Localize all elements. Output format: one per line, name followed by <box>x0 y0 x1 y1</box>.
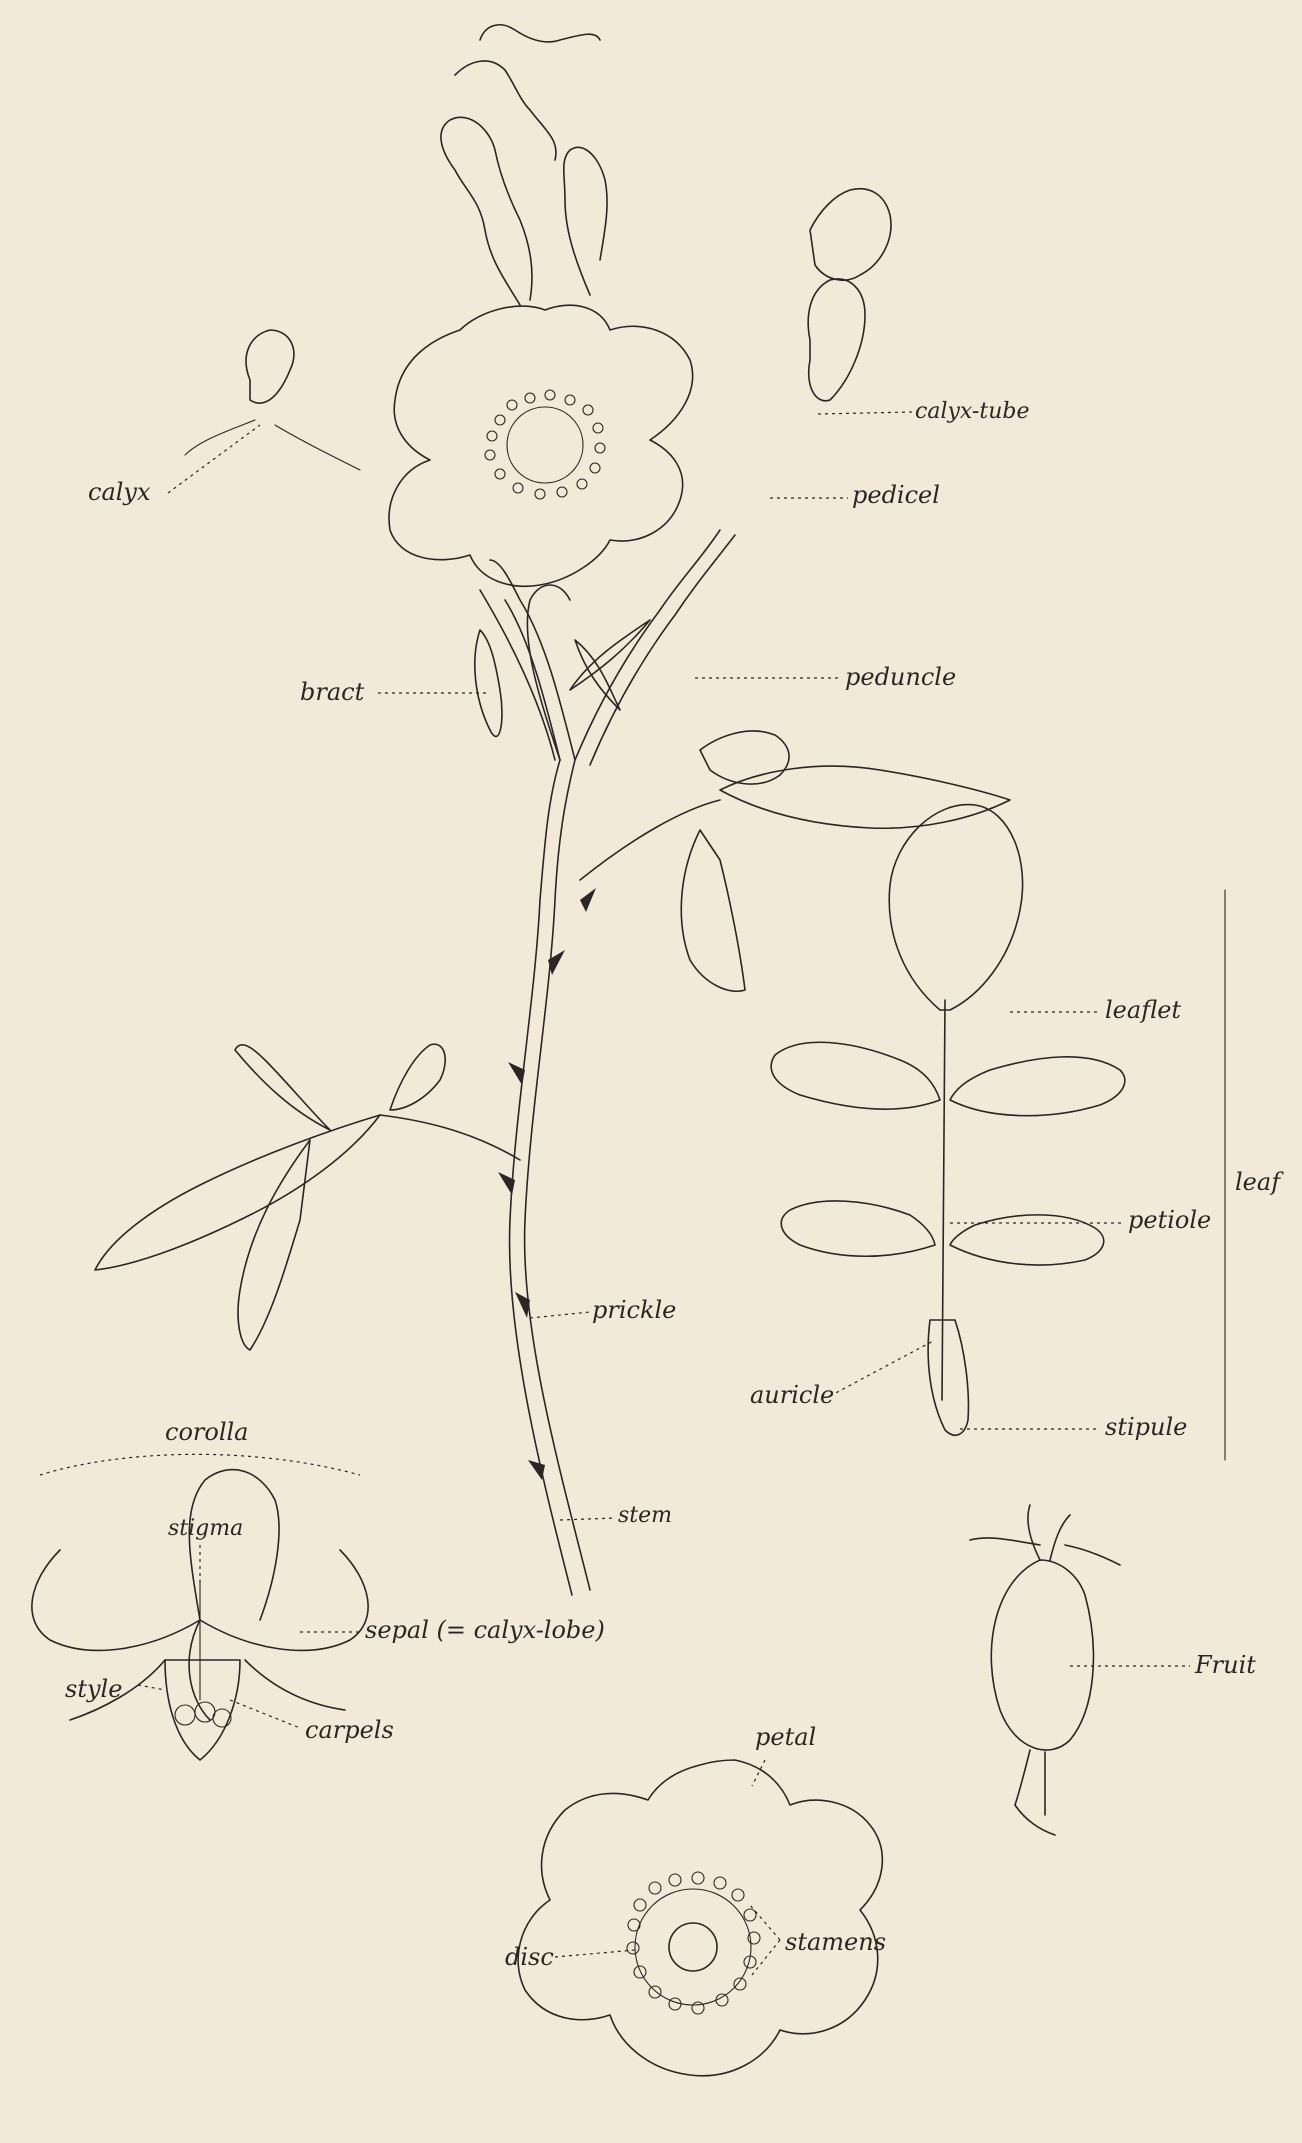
bracts <box>475 620 650 736</box>
front-flower-stamens <box>627 1872 760 2014</box>
open-flower <box>389 305 693 586</box>
label-auricle: auricle <box>750 1381 834 1409</box>
label-stipule: stipule <box>1105 1413 1187 1441</box>
label-leaflet: leaflet <box>1105 996 1181 1024</box>
label-pedicel: pedicel <box>852 481 940 509</box>
leader-lines <box>138 412 1190 1975</box>
label-petiole: petiole <box>1128 1206 1211 1234</box>
prickles <box>498 888 596 1480</box>
flower-buds <box>185 25 891 470</box>
label-leaf: leaf <box>1235 1168 1284 1196</box>
label-corolla: corolla <box>165 1418 248 1446</box>
compound-leaf <box>771 805 1125 1436</box>
label-peduncle: peduncle <box>845 663 956 691</box>
main-stem <box>380 530 735 1595</box>
label-fruit: Fruit <box>1194 1651 1256 1679</box>
flower-section <box>32 1454 368 1760</box>
rose-hip <box>970 1505 1120 1835</box>
label-bract: bract <box>300 678 365 706</box>
front-flower <box>518 1760 882 2076</box>
label-style: style <box>65 1675 122 1703</box>
label-stem: stem <box>618 1503 672 1528</box>
label-stigma: stigma <box>168 1516 243 1541</box>
label-calyx-tube: calyx-tube <box>915 399 1029 424</box>
label-disc: disc <box>505 1943 554 1971</box>
label-calyx: calyx <box>88 478 151 506</box>
shoot-foliage <box>95 731 1010 1350</box>
label-stamens: stamens <box>785 1928 886 1956</box>
label-petal: petal <box>755 1723 816 1751</box>
label-prickle: prickle <box>592 1296 676 1324</box>
label-sepal: sepal (= calyx-lobe) <box>365 1616 605 1644</box>
label-carpels: carpels <box>305 1716 394 1744</box>
